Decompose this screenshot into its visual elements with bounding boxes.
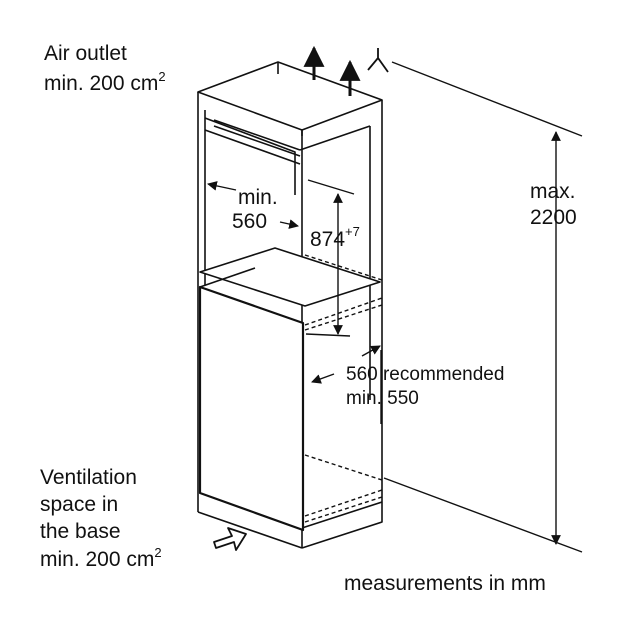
air-outlet-label: Air outlet [44, 42, 127, 65]
total-height-value: 2200 [530, 206, 577, 229]
svg-text:min. 200 cm2: min. 200 cm2 [40, 545, 162, 571]
ventilation-label-line2: space in [40, 493, 118, 516]
ventilation-label-line4: min. 200 cm [40, 548, 154, 571]
niche-width-label-min: min. [238, 186, 278, 209]
height-origin-mark-icon [367, 48, 389, 73]
units-note: measurements in mm [344, 572, 546, 595]
air-outlet-arrows [303, 45, 361, 96]
niche-width-dimension [207, 179, 355, 229]
air-outlet-min-label: min. 200 cm [44, 72, 158, 95]
svg-text:874+7: 874+7 [310, 224, 360, 251]
air-outlet-unit-sup: 2 [158, 69, 165, 84]
niche-height-dimension [305, 193, 351, 337]
depth-dimension [311, 345, 382, 424]
ventilation-label-line3: the base [40, 520, 121, 543]
appliance-body [198, 267, 305, 532]
total-height-label-max: max. [530, 180, 576, 203]
depth-min-label: min. 550 [346, 388, 419, 409]
ventilation-label-line1: Ventilation [40, 466, 137, 489]
ventilation-unit-sup: 2 [154, 545, 161, 560]
total-height-dimension [383, 61, 583, 553]
niche-width-value: 560 [232, 210, 267, 233]
svg-text:min. 200 cm2: min. 200 cm2 [44, 69, 166, 95]
niche-height-tolerance: +7 [345, 224, 360, 239]
niche-height-value: 874 [310, 228, 345, 251]
ventilation-inlet-arrow-icon [213, 527, 247, 551]
depth-recommended-label: 560 recommended [346, 364, 504, 385]
